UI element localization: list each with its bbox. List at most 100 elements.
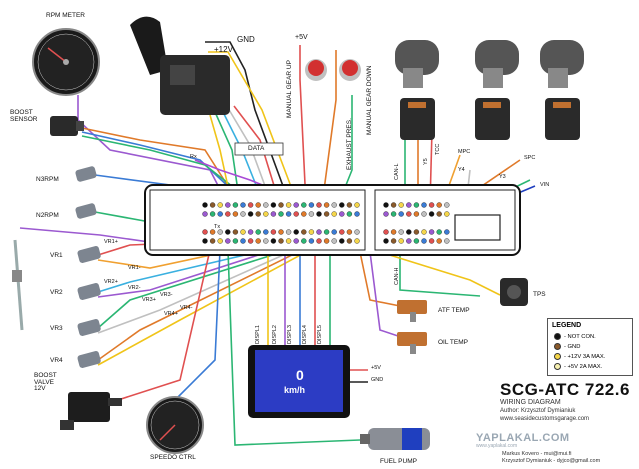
connector-pin bbox=[240, 238, 246, 244]
legend-item: - +5V 2A MAX. bbox=[554, 363, 602, 370]
connector-pin bbox=[354, 229, 360, 235]
connector-pin bbox=[232, 229, 239, 235]
fuel-pump-label: FUEL PUMP bbox=[380, 458, 417, 465]
vr2m-label: VR2- bbox=[128, 285, 141, 291]
connector-pin bbox=[240, 229, 246, 235]
mpc-label: MPC bbox=[458, 149, 471, 155]
connector-pin bbox=[421, 229, 427, 235]
connector-pin bbox=[444, 229, 450, 235]
connector-pin bbox=[331, 238, 337, 244]
legend-dot bbox=[554, 353, 561, 360]
connector-pin bbox=[247, 211, 254, 217]
connector-pin bbox=[232, 211, 239, 217]
connector-pin bbox=[406, 238, 412, 244]
vr1p-label: VR1+ bbox=[104, 239, 118, 245]
vr3p-label: VR3+ bbox=[142, 297, 156, 303]
connector-pin bbox=[323, 238, 330, 244]
wire-oil bbox=[369, 251, 411, 341]
connector-pin bbox=[339, 238, 345, 244]
connector-pin bbox=[323, 229, 330, 235]
connector-pin bbox=[270, 202, 277, 208]
connector-pin bbox=[339, 211, 345, 217]
connector-pin bbox=[421, 211, 427, 217]
connector-pin bbox=[428, 202, 435, 208]
connector-pin bbox=[390, 202, 397, 208]
data-label: DATA bbox=[248, 145, 265, 152]
wire-selector-5 bbox=[233, 105, 281, 206]
connector-pin bbox=[354, 238, 360, 244]
vr3-sensor bbox=[77, 319, 101, 336]
connector-pin bbox=[301, 211, 307, 217]
wire-vr4p bbox=[97, 251, 299, 361]
vr4m-label: VR4- bbox=[180, 305, 193, 311]
boost-sensor bbox=[50, 116, 84, 136]
connector-pin bbox=[217, 229, 223, 235]
connector-pin bbox=[225, 202, 231, 208]
can-h-label: CAN-H bbox=[394, 267, 400, 285]
vr2p-label: VR2+ bbox=[104, 279, 118, 285]
connector-pin bbox=[323, 202, 330, 208]
vr2-sensor bbox=[77, 283, 101, 300]
connector-pin bbox=[339, 202, 345, 208]
vr3-label: VR3 bbox=[50, 325, 63, 332]
displ1-label: DISPL1 bbox=[255, 325, 261, 344]
connector-pin bbox=[225, 229, 231, 235]
connector-pin bbox=[263, 211, 269, 217]
connector-pin bbox=[255, 238, 261, 244]
connector-pin bbox=[406, 229, 412, 235]
y3-label: Y3 bbox=[499, 174, 506, 180]
speedo-gauge bbox=[146, 396, 204, 454]
connector-pin bbox=[240, 202, 246, 208]
legend-item: - GND bbox=[554, 343, 580, 350]
rpm-meter-label: RPM METER bbox=[46, 12, 85, 19]
tps-sensor bbox=[500, 278, 528, 306]
solenoids bbox=[395, 40, 584, 140]
connector-pin bbox=[346, 229, 353, 235]
connector-pin bbox=[301, 238, 307, 244]
connector-pin bbox=[421, 238, 427, 244]
manual-gear-down-label: MANUAL GEAR DOWN bbox=[366, 65, 373, 135]
connector-pin bbox=[293, 229, 299, 235]
connector-pin bbox=[331, 202, 337, 208]
wire-speedo bbox=[174, 249, 221, 401]
display-speed: 0 bbox=[296, 367, 304, 383]
wire-rpm bbox=[77, 95, 229, 206]
legend-title: LEGEND bbox=[552, 322, 582, 329]
connector-pin bbox=[255, 202, 261, 208]
connector-pin bbox=[209, 229, 216, 235]
wire-boost-valve bbox=[117, 249, 211, 401]
legend-item: - NOT CON. bbox=[554, 333, 596, 340]
watermark-sub: www.yaplakal.com bbox=[476, 443, 518, 449]
connector-pin bbox=[247, 202, 254, 208]
connector-pin bbox=[217, 238, 223, 244]
connector-pin bbox=[202, 229, 208, 235]
connector-pin bbox=[270, 211, 277, 217]
oil-temp-sensor bbox=[397, 332, 427, 354]
boost-valve-label: BOOST VALVE 12V bbox=[34, 372, 57, 392]
connector-pin bbox=[308, 229, 315, 235]
connector-pin bbox=[444, 211, 450, 217]
connector-pin bbox=[444, 238, 450, 244]
credit-1: Markus Kovero - mui@mui.fi bbox=[502, 451, 572, 457]
vr1-label: VR1 bbox=[50, 252, 63, 259]
connector-pin bbox=[263, 229, 269, 235]
legend-dot bbox=[554, 333, 561, 340]
connector-pin bbox=[331, 229, 337, 235]
connector-pin bbox=[270, 229, 277, 235]
n3rpm-label: N3RPM bbox=[36, 176, 59, 183]
gear-down-button bbox=[339, 59, 361, 81]
title-main: SCG-ATC 722.6 bbox=[500, 380, 630, 399]
connector-pin bbox=[398, 238, 404, 244]
connector-pin bbox=[316, 211, 322, 217]
connector-pin bbox=[444, 202, 450, 208]
connector-pin bbox=[278, 238, 284, 244]
legend-item: - +12V 3A MAX. bbox=[554, 353, 605, 360]
wire-boost-sensor-a bbox=[81, 127, 241, 206]
title-author: Author: Krzysztof Dymianiuk bbox=[500, 408, 576, 414]
wire-tps bbox=[379, 251, 501, 296]
boost-valve bbox=[60, 392, 122, 430]
atf-temp-label: ATF TEMP bbox=[438, 307, 470, 314]
connector-pin bbox=[255, 229, 261, 235]
wire-gear-up bbox=[299, 45, 307, 206]
rpm-meter-gauge bbox=[32, 28, 100, 96]
